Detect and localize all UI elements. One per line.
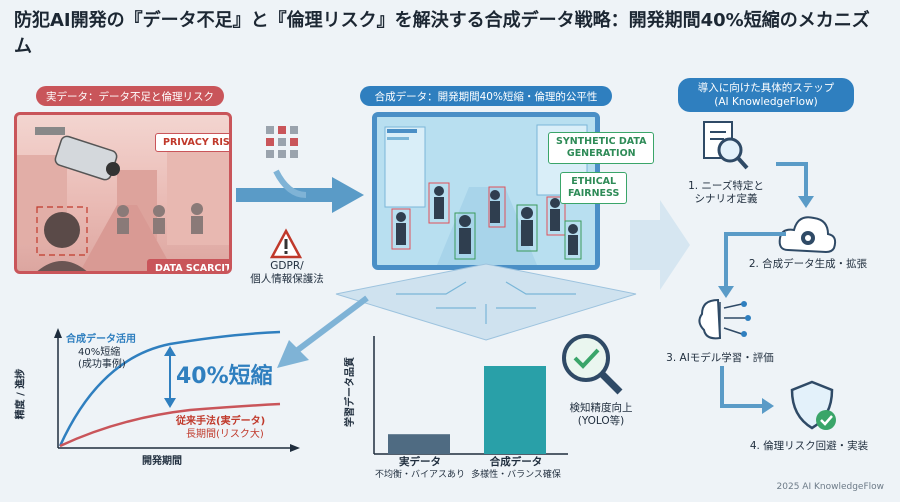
- bar-1: [484, 366, 546, 454]
- section-synthetic-data-header: 合成データ：開発期間40%短縮・倫理的公平性: [360, 86, 612, 106]
- magnifier-line2: (YOLO等): [577, 415, 625, 427]
- tag1-line1: SYNTHETIC DATA: [556, 136, 647, 147]
- bar-category-0: 実データ 不均衡・バイアスあり: [370, 456, 470, 482]
- steps-header-line2: (AI KnowledgeFlow): [714, 96, 818, 108]
- data-pixels-icon: [266, 126, 298, 158]
- real-scene-illustration: [17, 127, 229, 271]
- bar-chart-svg: [373, 336, 568, 455]
- data-scarcity-tag: DATA SCARCITY: [147, 259, 229, 271]
- tag1-line2: GENERATION: [566, 148, 636, 159]
- real-data-panel: PRIVACY RISK DATA SCARCITY: [14, 112, 232, 274]
- step-1-line2: シナリオ定義: [694, 193, 758, 205]
- line-chart-xlabel: 開発期間: [142, 456, 182, 467]
- bar-category-0-sub: 不均衡・バイアスあり: [374, 470, 465, 480]
- conventional-curve: [59, 402, 281, 448]
- warning-text: GDPR/ 個人情報保護法: [244, 260, 330, 286]
- security-camera-icon: [35, 127, 120, 181]
- section-real-data-header: 実データ：データ不足と倫理リスク: [36, 86, 224, 106]
- cloud-gear-icon: [778, 216, 837, 254]
- arrow-to-steps: [630, 200, 690, 290]
- warning-line1: GDPR/: [270, 260, 304, 272]
- section-steps-header: 導入に向けた具体的ステップ (AI KnowledgeFlow): [678, 78, 854, 112]
- circuit-platform: [335, 263, 637, 341]
- arrow-to-line-chart: [277, 295, 369, 368]
- tag2-line2: FAIRNESS: [568, 188, 620, 199]
- synthetic-sub2: (成功事例): [78, 359, 126, 370]
- conventional-sub: 長期間(リスク大): [186, 429, 264, 440]
- magnifier-text: 検知精度向上 (YOLO等): [556, 402, 646, 428]
- conventional-series-label: 従来手法(実データ): [176, 416, 266, 427]
- ethical-fairness-tag: ETHICAL FAIRNESS: [560, 172, 628, 204]
- step-connectors: [718, 162, 814, 414]
- step-1-line1: 1. ニーズ特定と: [688, 180, 764, 192]
- steps-header-line1: 導入に向けた具体的ステップ: [697, 82, 835, 94]
- step-4-label: 4. 倫理リスク回避・実装: [749, 440, 869, 452]
- line-chart-svg: [54, 328, 300, 452]
- page-title: 防犯AI開発の『データ不足』と『倫理リスク』を解決する合成データ戦略：開発期間4…: [14, 10, 870, 57]
- synthetic-curve: [58, 330, 281, 447]
- bar-category-0-label: 実データ: [399, 456, 441, 468]
- reduction-label: 40%短縮: [176, 364, 273, 389]
- tag2-line1: ETHICAL: [571, 176, 617, 187]
- document-search-icon: [703, 121, 749, 170]
- line-chart: 精度 / 進捗 開発期間 合成データ活用 40%短縮 (成功事例) 40%短縮 …: [15, 328, 300, 478]
- shield-check-icon: [790, 380, 836, 430]
- synthetic-data-generation-tag: SYNTHETIC DATA GENERATION: [548, 132, 655, 164]
- bar-chart-ylabel: 学習データ品質: [345, 357, 356, 427]
- line-chart-ylabel: 精度 / 進捗: [15, 368, 27, 420]
- synthetic-series-label: 合成データ活用: [66, 334, 136, 345]
- magnifier-line1: 検知精度向上: [569, 402, 633, 414]
- footer-credit: 2025 AI KnowledgeFlow: [776, 482, 884, 492]
- step-2-label: 2. 合成データ生成・拡張: [748, 258, 868, 270]
- bar-chart: 学習データ品質 実データ 不均衡・バイアスあり 合成データ 多様性・バランス確保: [345, 332, 568, 482]
- bar-category-1: 合成データ 多様性・バランス確保: [466, 456, 566, 482]
- magnifier-check-icon: [562, 334, 623, 395]
- person-silhouette-icon: [36, 206, 88, 271]
- arrow-real-to-synthetic: [236, 169, 364, 213]
- brain-circuit-icon: [698, 298, 751, 340]
- step-1-label: 1. ニーズ特定と シナリオ定義: [676, 180, 776, 206]
- bar-0: [388, 434, 450, 454]
- warning-line2: 個人情報保護法: [250, 273, 324, 285]
- synthetic-sub1: 40%短縮: [78, 347, 121, 358]
- bar-category-1-label: 合成データ: [489, 456, 543, 468]
- step-3-label: 3. AIモデル学習・評価: [666, 352, 774, 364]
- warning-icon: [269, 228, 303, 259]
- bar-category-1-sub: 多様性・バランス確保: [471, 470, 561, 480]
- privacy-risk-tag: PRIVACY RISK: [155, 133, 229, 152]
